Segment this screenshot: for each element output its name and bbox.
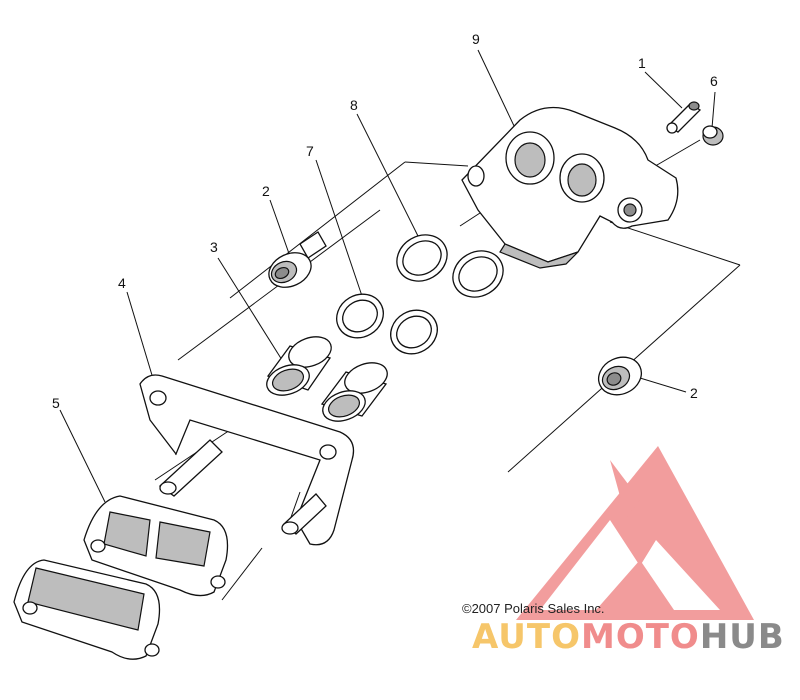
- bleeder-screw: [666, 101, 702, 134]
- callout-2a: 2: [262, 183, 270, 199]
- callout-4: 4: [118, 275, 126, 291]
- callout-3: 3: [210, 239, 218, 255]
- callout-1: 1: [638, 55, 646, 71]
- watermark-hub: HUB: [700, 617, 785, 657]
- pin-boot-right: [598, 356, 642, 396]
- piston-seals-large: [396, 234, 504, 298]
- callout-8: 8: [350, 97, 358, 113]
- caliper-bracket: [139, 374, 355, 546]
- piston-seals-small: [336, 293, 438, 355]
- copyright-text: ©2007 Polaris Sales Inc.: [462, 601, 605, 616]
- callout-2b: 2: [690, 385, 698, 401]
- callout-numbers: 9 1 6 8 7 2 3 4 5 2: [52, 31, 718, 411]
- pin-boot-upper: [268, 231, 327, 288]
- watermark-auto: AUTO: [472, 617, 581, 657]
- watermark-text: AUTOMOTOHUB: [472, 617, 785, 657]
- bleeder-cap: [702, 125, 724, 146]
- callout-5: 5: [52, 395, 60, 411]
- callout-9: 9: [472, 31, 480, 47]
- caliper-body: [461, 106, 679, 269]
- watermark-moto: MOTO: [581, 617, 700, 657]
- brake-pads: [13, 495, 229, 660]
- callout-6: 6: [710, 73, 718, 89]
- watermark-logo-icon: [516, 446, 754, 620]
- pistons: [266, 336, 388, 422]
- callout-7: 7: [306, 143, 314, 159]
